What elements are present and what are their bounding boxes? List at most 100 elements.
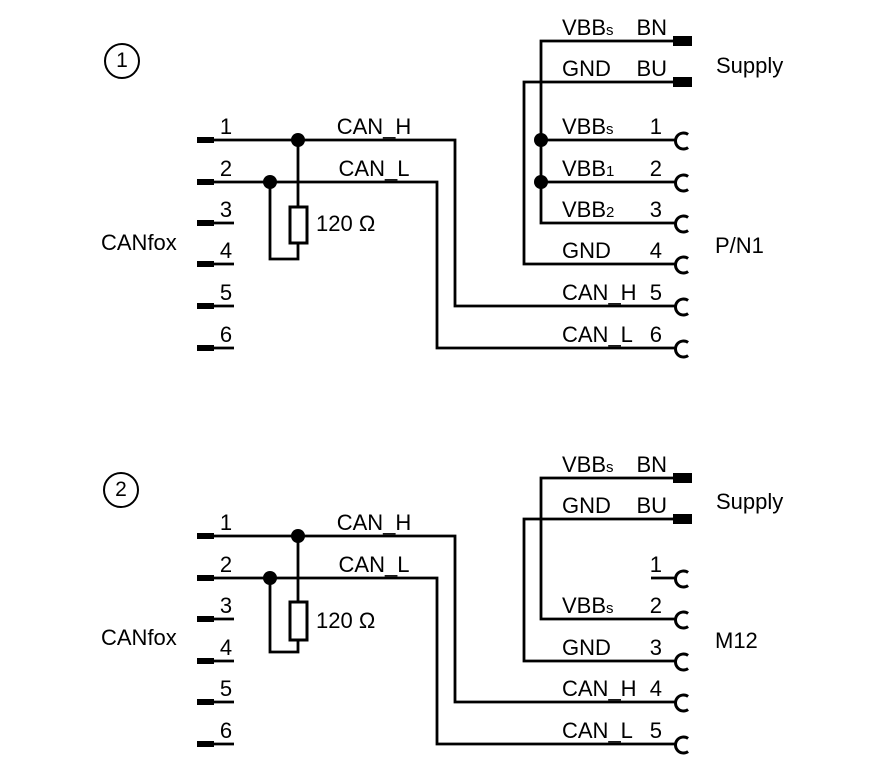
signal-name: VBB [562,593,607,618]
device-label: CANfox [101,625,177,650]
socket-contact-icon [674,131,689,151]
canfox-pin-number: 1 [219,114,233,139]
connector-pin-number: 6 [649,322,662,347]
row-signal-label: GND [562,238,611,264]
can-l-wire-label: CAN_L [338,552,410,577]
can-h-wire-label: CAN_H [336,510,412,535]
supply-wire-terminal [673,77,692,87]
wire-color-code: BN [636,15,667,40]
signal-name: VBB [562,114,607,139]
row-signal-label: VBBs [562,15,614,41]
socket-contact-icon [674,610,689,630]
connector-pin-number: 1 [649,114,662,139]
row-signal-label: VBB1 [562,156,614,182]
connector-group-label: P/N1 [715,233,764,258]
connector-pin-number: 3 [649,197,662,222]
signal-name: CAN_H [562,676,637,701]
row-signal-label: CAN_L [562,322,633,348]
socket-contact-icon [674,652,689,672]
signal-name-subscript: s [606,121,614,138]
canfox-pin-number: 2 [219,156,233,181]
connector-pin-number: 2 [649,156,662,181]
row-signal-label: VBBs [562,114,614,140]
socket-contact-icon [674,735,689,755]
signal-name: GND [562,56,611,81]
diagram-number-badge: 2 [103,472,139,508]
socket-contact-icon [674,297,689,317]
gnd-bus-wire [522,517,675,663]
canfox-pin-number: 3 [219,593,233,618]
signal-name-subscript: s [606,459,614,476]
resistor-body [288,600,309,642]
junction-dot [291,133,305,147]
signal-name-subscript: s [606,22,614,39]
canfox-pin-number: 6 [219,322,233,347]
wire-color-code: BU [636,56,667,81]
supply-group-label: Supply [716,489,784,514]
connector-pin-number: 5 [649,280,662,305]
supply-wire-terminal [673,36,692,46]
socket-contact-icon [674,255,689,275]
socket-contact-icon [674,569,689,589]
signal-name: CAN_L [562,322,633,347]
row-signal-label: GND [562,635,611,661]
signal-name-subscript: s [606,600,614,617]
signal-name: GND [562,635,611,660]
junction-dot [263,571,277,585]
gnd-bus-wire [522,80,675,266]
row-signal-label: VBBs [562,593,614,619]
row-signal-label: GND [562,493,611,519]
supply-wire-terminal [673,473,692,483]
vbb-bus-wire [539,476,675,621]
resistor-bottom-wire [268,182,300,261]
resistor-body [288,205,309,245]
canfox-pin-number: 5 [219,676,233,701]
canfox-pin-number: 1 [219,510,233,535]
socket-contact-icon [674,339,689,359]
can-l-wire [197,576,675,746]
canfox-pin-number: 4 [219,238,233,263]
row-signal-label: CAN_H [562,676,637,702]
socket-contact-icon [674,693,689,713]
signal-name: VBB [562,156,607,181]
socket-contact-icon [674,173,689,193]
signal-name: CAN_H [562,280,637,305]
signal-name: GND [562,238,611,263]
resistor-value-label: 120 Ω [316,211,376,236]
can-l-wire-label: CAN_L [338,156,410,181]
canfox-pin-number: 6 [219,718,233,743]
vbb-bus-wire [539,39,675,225]
canfox-pin-number: 2 [219,552,233,577]
junction-dot [534,133,548,147]
signal-name: VBB [562,197,607,222]
diagram-number-badge: 1 [104,43,140,79]
canfox-pin-number: 4 [219,635,233,660]
signal-name: VBB [562,15,607,40]
connector-pin-number: 3 [649,635,662,660]
connector-pin-number: 1 [649,552,662,577]
can-h-wire-label: CAN_H [336,114,412,139]
junction-dot [534,175,548,189]
canfox-pin-number: 3 [219,197,233,222]
row-signal-label: VBB2 [562,197,614,223]
device-label: CANfox [101,230,177,255]
signal-name: CAN_L [562,718,633,743]
canfox-pin-number: 5 [219,280,233,305]
signal-name-subscript: 1 [606,163,615,180]
socket-contact-icon [674,214,689,234]
signal-name: VBB [562,452,607,477]
resistor-bottom-wire [268,578,300,654]
connector-pin-number: 4 [649,238,662,263]
can-h-wire [197,138,675,308]
junction-dot [263,175,277,189]
can-h-wire [197,534,675,704]
row-signal-label: VBBs [562,452,614,478]
junction-dot [291,529,305,543]
supply-group-label: Supply [716,53,784,78]
connector-group-label: M12 [715,628,758,653]
diagram-number: 1 [116,49,128,72]
wire-color-code: BU [636,493,667,518]
connector-pin-number: 4 [649,676,662,701]
